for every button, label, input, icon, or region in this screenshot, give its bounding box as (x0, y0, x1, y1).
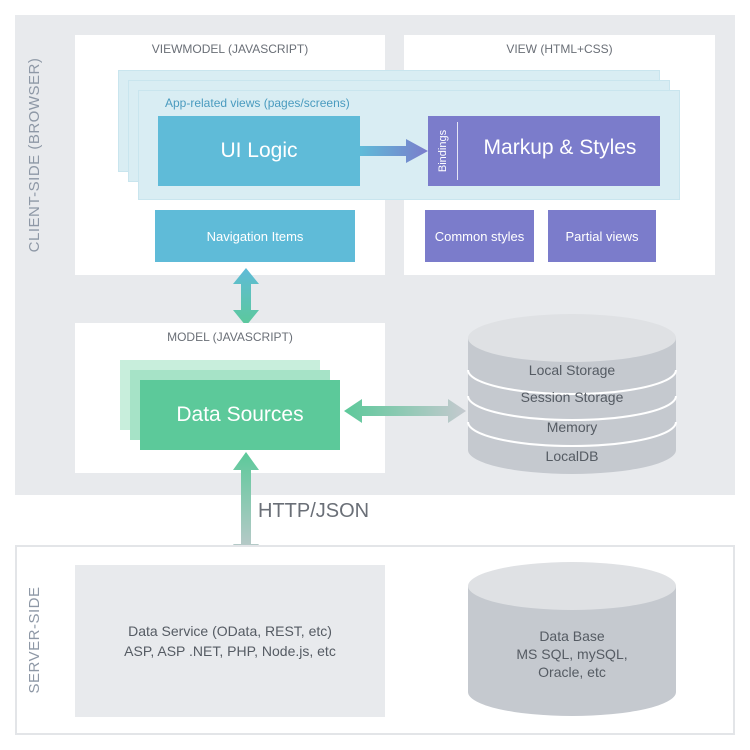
http-json-label: HTTP/JSON (258, 500, 370, 522)
markup-styles-label: Markup & Styles (483, 136, 637, 159)
server-side-label: SERVER-SIDE (26, 586, 43, 694)
storage-cylinder (467, 314, 677, 474)
http-json-arrow (233, 452, 259, 562)
navigation-items-label: Navigation Items (206, 228, 304, 244)
partial-views-label: Partial views (565, 228, 639, 244)
storage-layer-session: Session Storage (520, 389, 624, 405)
database-label: Data Base MS SQL, mySQL, Oracle, etc (466, 627, 678, 681)
storage-layer-localdb: LocalDB (545, 448, 599, 464)
views-label: App-related views (pages/screens) (165, 96, 350, 110)
database-cylinder (468, 562, 676, 716)
viewmodel-model-arrow (233, 268, 259, 326)
bindings-label: Bindings (437, 129, 449, 173)
bindings-divider (457, 122, 458, 180)
viewmodel-title: VIEWMODEL (JAVASCRIPT) (151, 42, 309, 56)
common-styles-box: Common styles (425, 210, 534, 262)
data-sources-label: Data Sources (176, 403, 304, 426)
data-service-line1: Data Service (OData, REST, etc) (128, 623, 332, 639)
database-line1: Data Base (539, 628, 605, 644)
client-side-label: CLIENT-SIDE (BROWSER) (26, 57, 43, 253)
markup-styles-box (428, 116, 660, 186)
model-title: MODEL (JAVASCRIPT) (167, 330, 293, 344)
datasources-storage-arrow (344, 399, 466, 423)
database-line2: MS SQL, mySQL, (516, 646, 628, 662)
partial-views-box: Partial views (548, 210, 656, 262)
storage-layer-local: Local Storage (528, 362, 616, 378)
ui-logic-label: UI Logic (220, 139, 298, 162)
common-styles-label: Common styles (434, 228, 525, 244)
navigation-items-box: Navigation Items (155, 210, 355, 262)
ui-logic-box: UI Logic (158, 116, 360, 186)
ui-to-markup-arrow (360, 139, 428, 163)
view-title: VIEW (HTML+CSS) (506, 42, 613, 56)
data-sources-box: Data Sources (140, 380, 340, 450)
database-line3: Oracle, etc (538, 664, 606, 680)
storage-layer-memory: Memory (546, 419, 598, 435)
data-service-line2: ASP, ASP .NET, PHP, Node.js, etc (124, 643, 336, 659)
data-service-box: Data Service (OData, REST, etc) ASP, ASP… (75, 565, 385, 717)
